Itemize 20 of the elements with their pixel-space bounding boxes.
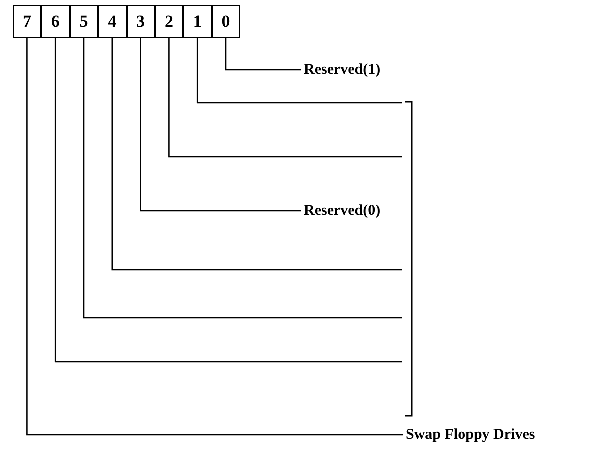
bit-cell: 1 (183, 5, 212, 38)
leader-line (225, 38, 301, 71)
field-label: Swap Floppy Drives (406, 426, 536, 444)
bit-cell: 6 (41, 5, 70, 38)
bit-cell: 0 (212, 5, 240, 38)
bit-cell: 3 (126, 5, 155, 38)
bracket (404, 100, 414, 418)
field-label: Reserved(1) (304, 61, 381, 79)
bit-cell: 2 (155, 5, 184, 38)
leader-line (83, 38, 402, 319)
field-label: Reserved(0) (304, 202, 381, 220)
bit-cell: 4 (98, 5, 127, 38)
leader-line (112, 38, 402, 271)
leader-line (26, 38, 403, 436)
bit-cell: 5 (70, 5, 98, 38)
leader-line (168, 38, 402, 158)
leader-line (54, 38, 402, 363)
leader-line (196, 38, 402, 104)
bit-cell: 7 (13, 5, 42, 38)
leader-line (140, 38, 301, 212)
